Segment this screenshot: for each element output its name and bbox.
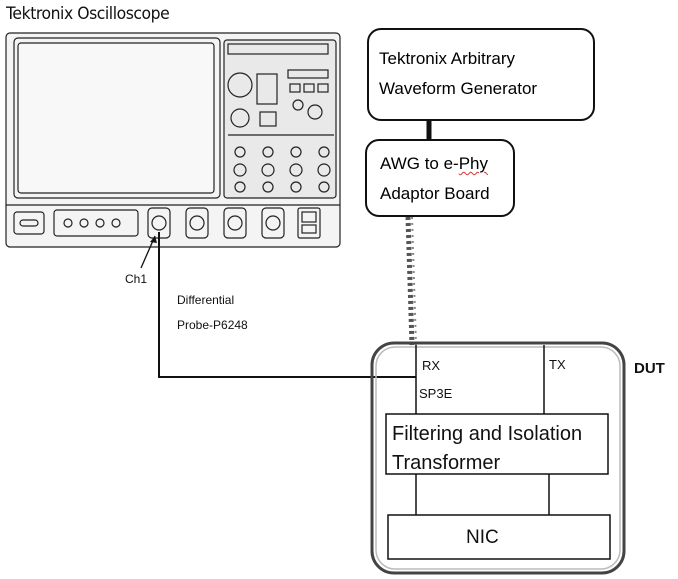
adaptor-label-part1: AWG to e- — [380, 154, 459, 173]
dut-box — [370, 341, 626, 575]
tx-label: TX — [549, 357, 566, 372]
awg-label-line2: Waveform Generator — [379, 79, 538, 98]
filtering-transformer-box — [385, 413, 609, 475]
adaptor-box: AWG to e-Phy Adaptor Board — [365, 139, 515, 217]
ch1-label: Ch1 — [125, 272, 148, 286]
dut-label: DUT — [634, 360, 665, 377]
adaptor-dut-cable — [405, 216, 417, 346]
oscilloscope-control-panel — [223, 39, 337, 199]
filter-label-line2: Transformer — [392, 452, 501, 474]
rx-label: RX — [422, 358, 441, 373]
nic-box — [387, 514, 611, 560]
adaptor-label-line2: Adaptor Board — [380, 184, 490, 203]
nic-label: NIC — [466, 527, 499, 548]
oscilloscope-screen — [17, 42, 215, 194]
filter-label-line1: Filtering and Isolation — [392, 423, 583, 445]
oscilloscope-illustration — [5, 32, 341, 248]
sp3e-label: SP3E — [419, 386, 453, 401]
probe-cable — [158, 232, 416, 378]
probe-label-line2: Probe-P6248 — [177, 318, 248, 332]
probe-label-line1: Differential — [177, 293, 235, 307]
awg-box: Tektronix Arbitrary Waveform Generator — [367, 28, 595, 121]
awg-label-line1: Tektronix Arbitrary — [379, 49, 516, 68]
adaptor-label-line1: AWG to e-Phy — [380, 149, 513, 179]
oscilloscope-title: Tektronix Oscilloscope — [6, 4, 170, 24]
adaptor-label-part2: Phy — [458, 154, 489, 173]
